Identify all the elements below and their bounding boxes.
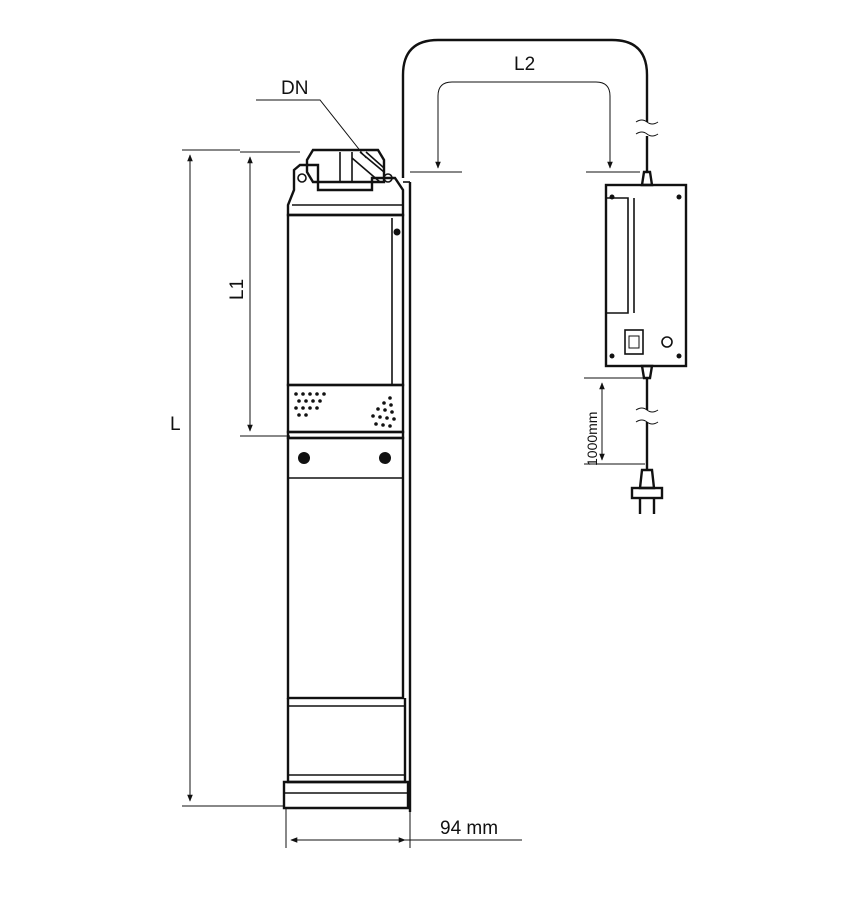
pump-body: [282, 148, 410, 810]
dn-callout: DN: [256, 78, 367, 159]
dn-label: DN: [281, 78, 308, 99]
shoulder-bolt-right: [383, 173, 393, 183]
pump-shoulder: [286, 163, 405, 217]
cable-length-dimension: 1000mm: [584, 377, 645, 466]
intake-screen: [286, 383, 405, 434]
outlet-head: [305, 148, 386, 184]
l2-label: L2: [514, 54, 535, 75]
width-label: 94 mm: [440, 818, 498, 839]
control-box: [604, 183, 688, 380]
power-plug: [630, 468, 664, 514]
l1-dimension: L1: [227, 151, 300, 437]
power-switch: [624, 329, 644, 355]
pump-motor: [286, 436, 405, 700]
upper-screw: [393, 228, 401, 236]
shoulder-bolt-left: [297, 173, 307, 183]
motor-bolt-left: [298, 452, 310, 464]
power-cable: [401, 38, 659, 812]
cable-length-label: 1000mm: [584, 412, 600, 466]
l1-label: L1: [227, 279, 248, 300]
l2-dimension: L2: [410, 54, 640, 173]
indicator-light: [661, 336, 673, 348]
plug-cable: [630, 378, 664, 514]
pump-lower-section: [286, 698, 407, 784]
l-label: L: [170, 414, 181, 435]
pump-upper-section: [286, 213, 405, 387]
l-dimension: L: [170, 149, 284, 807]
pump-base: [282, 780, 410, 810]
width-dimension: 94 mm: [285, 808, 522, 848]
motor-bolt-right: [379, 452, 391, 464]
